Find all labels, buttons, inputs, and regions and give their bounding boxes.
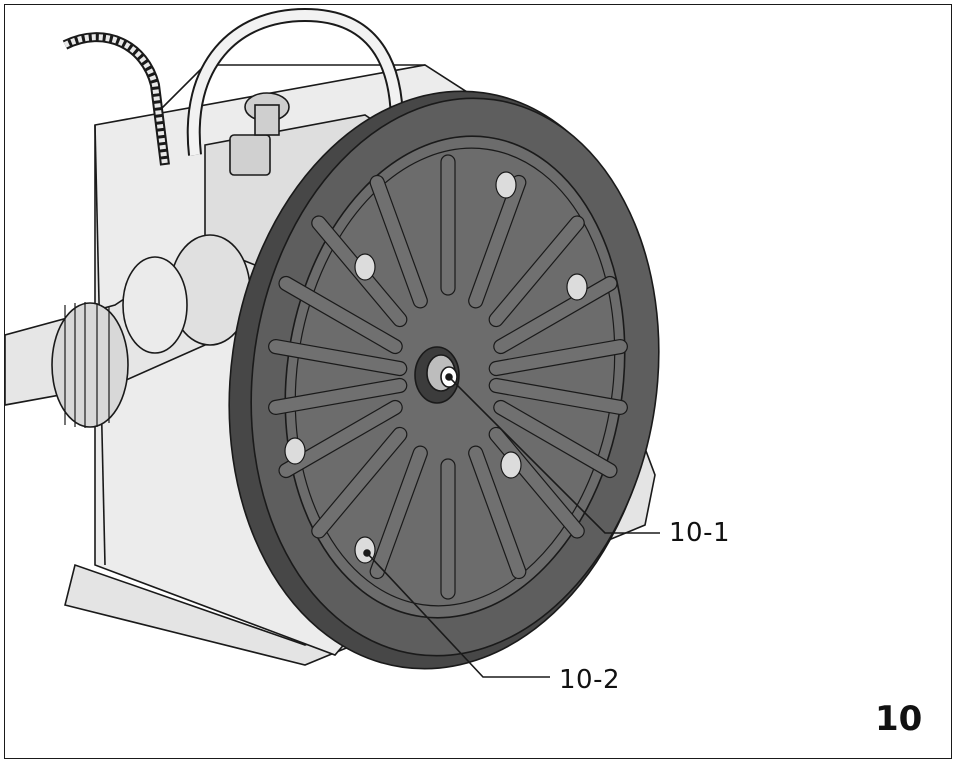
plate-screws <box>284 171 588 564</box>
sanding-plate <box>228 90 660 670</box>
plate-slots <box>268 154 628 600</box>
figure-frame: 10-1 10-2 10 <box>4 4 952 759</box>
callout-label-10-2: 10-2 <box>559 665 621 695</box>
center-hub <box>414 346 460 404</box>
sander-illustration <box>5 7 660 678</box>
leader-lines <box>363 373 660 678</box>
callout-label-10-1: 10-1 <box>669 518 731 548</box>
figure-number: 10 <box>875 699 923 739</box>
